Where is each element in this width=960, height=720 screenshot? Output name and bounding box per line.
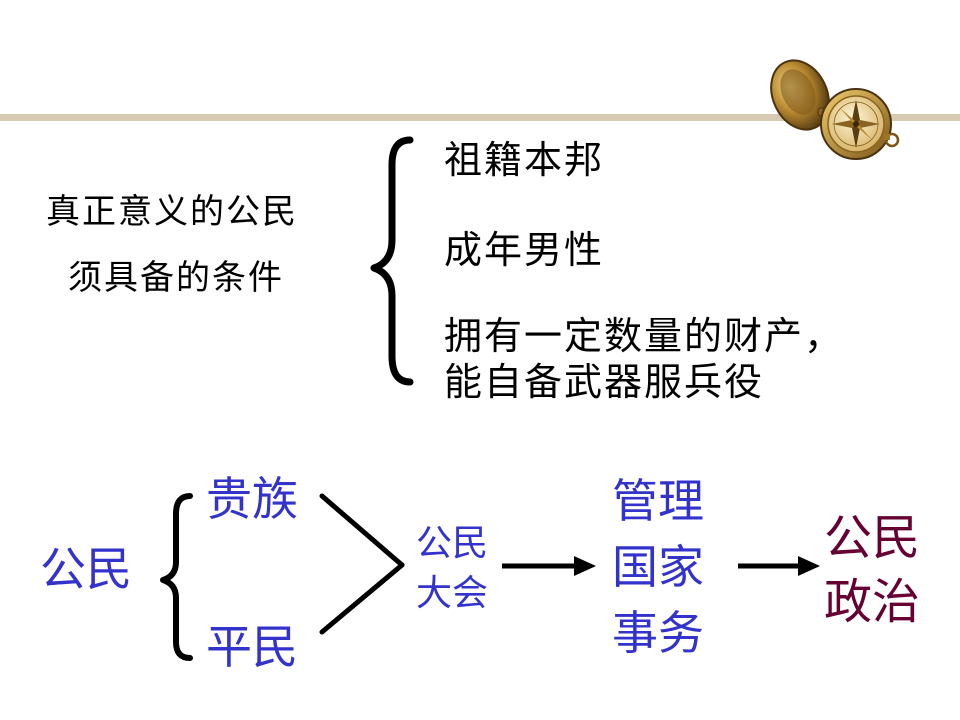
result-line-2: 政治 (824, 574, 921, 630)
manage-line-3: 事务 (612, 606, 704, 660)
citizen-root: 公民 (40, 542, 132, 596)
subject-line-2: 须具备的条件 (68, 258, 284, 298)
header-divider-right (890, 114, 960, 121)
manage-line-1: 管理 (612, 474, 704, 528)
subject-line-1: 真正意义的公民 (46, 192, 298, 232)
condition-item-3b: 能自备武器服兵役 (444, 360, 765, 404)
manage-line-2: 国家 (612, 540, 704, 594)
condition-item-2: 成年男性 (444, 228, 605, 272)
branch-nobles: 贵族 (206, 472, 298, 526)
assembly-line-1: 公民 (416, 523, 489, 564)
condition-item-1: 祖籍本邦 (444, 138, 605, 182)
assembly-line-2: 大会 (416, 573, 489, 614)
branch-commoners: 平民 (206, 620, 298, 674)
header-divider (0, 114, 790, 121)
condition-item-3a: 拥有一定数量的财产， (444, 314, 845, 358)
result-line-1: 公民 (824, 510, 921, 566)
